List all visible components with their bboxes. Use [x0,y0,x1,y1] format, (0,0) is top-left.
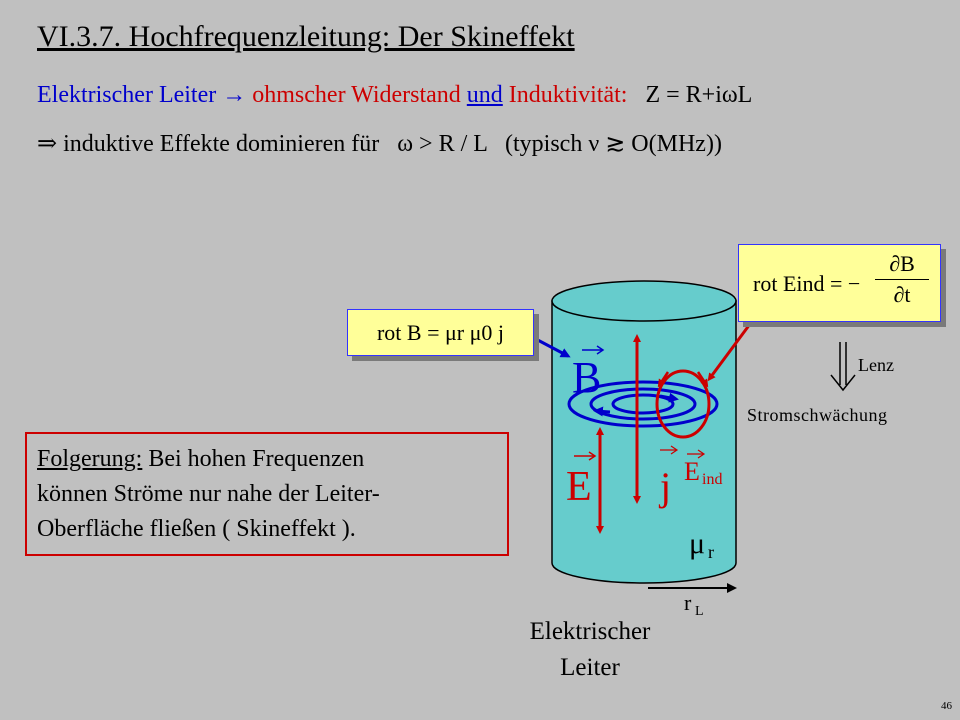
radius-label: r [684,590,692,615]
line1-und: und [466,82,503,108]
eind-vector-mark [687,449,706,459]
conductor-label-line2: Leiter [560,654,620,681]
induced-field-loop [655,369,711,439]
line1-arrow: → [222,82,247,108]
conductor-cylinder [551,300,737,584]
rot-e-formula-box: rot Eind = − ∂B ∂t [738,244,941,322]
dominance-text: induktive Effekte dominieren für [63,131,380,157]
b-label: B [572,353,601,402]
conclusion-line-3: Oberfläche fließen ( Skineffekt ). [37,516,356,542]
e-vector-mark [574,451,597,461]
j-label: j [658,464,671,509]
eind-subscript: ind [702,471,722,488]
eind-label: E [684,457,700,486]
impedance-formula: Z = R+iωL [645,82,753,108]
conductor-label-line1: Elektrischer [529,618,651,645]
conclusion-box: Folgerung: Bei hohen Frequenzen können S… [25,432,509,556]
conclusion-heading: Folgerung: [37,446,143,472]
radius-subscript: L [695,604,704,619]
b-field-arrow [593,406,611,417]
typical-frequency: (typisch ν ≳ O(MHz)) [505,131,722,157]
intro-line: Elektrischer Leiter → ohmscher Widerstan… [37,82,752,109]
b-field-line [611,393,675,415]
line1-leiter: Elektrischer Leiter [37,82,217,108]
fraction-numerator: ∂B [889,251,915,276]
rot-b-formula-box: rot B = μr μ0 j [347,309,534,356]
j-vector-mark [660,445,679,455]
e-label: E [566,464,592,510]
conclusion-line-2: können Ströme nur nahe der Leiter- [37,481,380,507]
b-field-line [567,380,719,428]
induced-field-arrow [696,371,709,388]
rot-e-lhs: rot Eind = − [753,271,861,296]
slide-title: VI.3.7. Hochfrequenzleitung: Der Skineff… [37,20,575,53]
conductor-label: Elektrischer Leiter [510,614,670,686]
stromschwaechung-label: Stromschwächung [747,405,888,425]
frequency-condition: ω > R / L [397,131,488,157]
fraction-denominator: ∂t [893,282,911,307]
page-number: 46 [941,700,952,712]
conclusion-line-1: Folgerung: Bei hohen Frequenzen [37,442,497,477]
cylinder-top [551,280,737,322]
induced-field-arrow [657,371,670,388]
rotb-pointer [531,335,571,358]
line1-widerstand: ohmscher Widerstand [252,82,461,108]
dominance-line: ⇒ induktive Effekte dominieren für ω > R… [37,129,722,158]
mu-subscript: r [708,542,714,562]
line1-induktivitaet: Induktivität: [508,82,628,108]
lenz-label: Lenz [858,355,894,375]
rote-pointer [707,323,752,382]
b-field-arrow [659,392,679,403]
mu-label: μ [689,527,705,560]
b-field-line [589,387,697,421]
conclusion-text-1: Bei hohen Frequenzen [148,446,365,472]
b-vector-mark [582,345,605,355]
fraction-bar [875,279,929,280]
implies-symbol: ⇒ [37,131,58,157]
rot-e-fraction: ∂B ∂t [875,251,929,308]
